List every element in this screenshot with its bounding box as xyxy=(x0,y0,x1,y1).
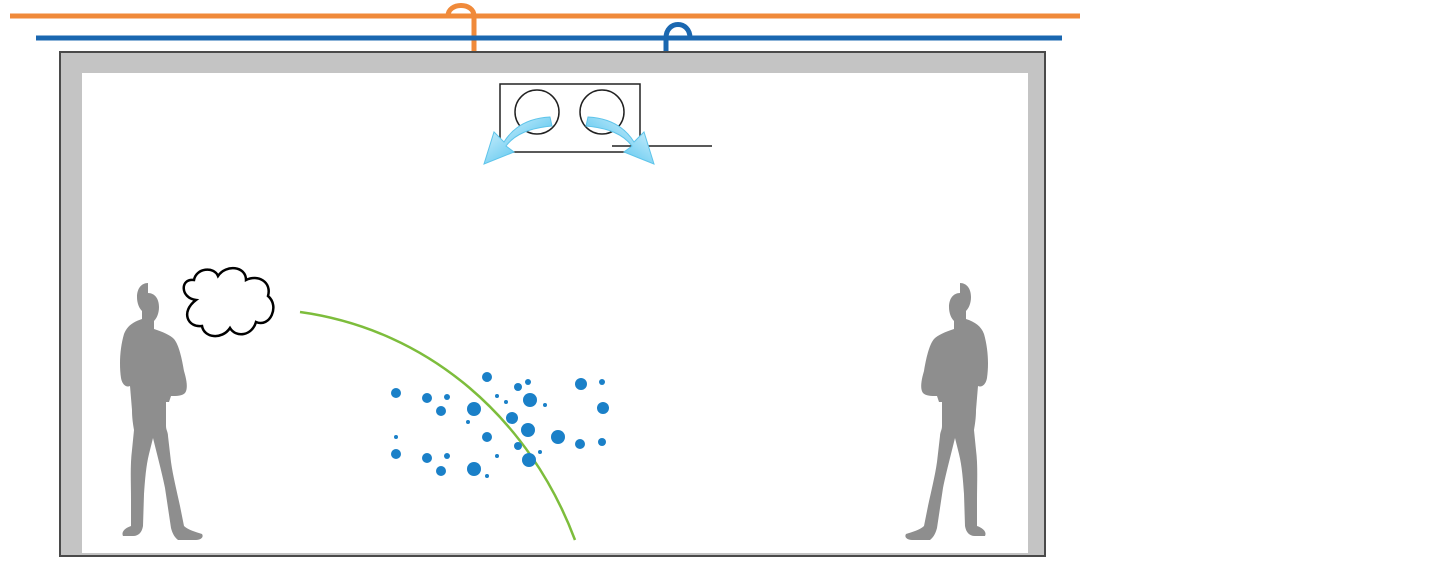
droplet xyxy=(422,453,432,463)
droplet-cluster xyxy=(391,372,609,478)
droplet xyxy=(597,402,609,414)
droplet xyxy=(521,423,535,437)
droplet xyxy=(495,394,499,398)
airflow-arrow-right-icon xyxy=(585,116,655,165)
airflow-arrow-left-icon xyxy=(483,116,553,165)
droplet xyxy=(599,379,605,385)
droplet xyxy=(467,402,481,416)
droplet xyxy=(495,454,499,458)
droplet xyxy=(522,453,536,467)
droplet xyxy=(575,439,585,449)
droplet xyxy=(422,393,432,403)
droplet xyxy=(394,435,398,439)
droplet xyxy=(444,453,450,459)
droplet xyxy=(504,400,508,404)
droplet xyxy=(444,394,450,400)
droplet xyxy=(514,442,522,450)
droplet xyxy=(525,379,531,385)
droplet xyxy=(391,388,401,398)
droplet xyxy=(551,430,565,444)
droplet xyxy=(485,474,489,478)
droplet xyxy=(514,383,522,391)
droplet xyxy=(575,378,587,390)
thought-cloud-icon xyxy=(182,267,275,338)
droplet xyxy=(436,406,446,416)
droplet xyxy=(391,449,401,459)
trajectory-curve xyxy=(299,310,577,541)
droplet xyxy=(466,420,470,424)
droplet xyxy=(436,466,446,476)
droplet xyxy=(467,462,481,476)
droplet xyxy=(598,438,606,446)
droplet xyxy=(543,403,547,407)
droplet xyxy=(523,393,537,407)
droplet xyxy=(506,412,518,424)
droplet xyxy=(538,450,542,454)
droplet xyxy=(482,372,492,382)
droplet xyxy=(482,432,492,442)
